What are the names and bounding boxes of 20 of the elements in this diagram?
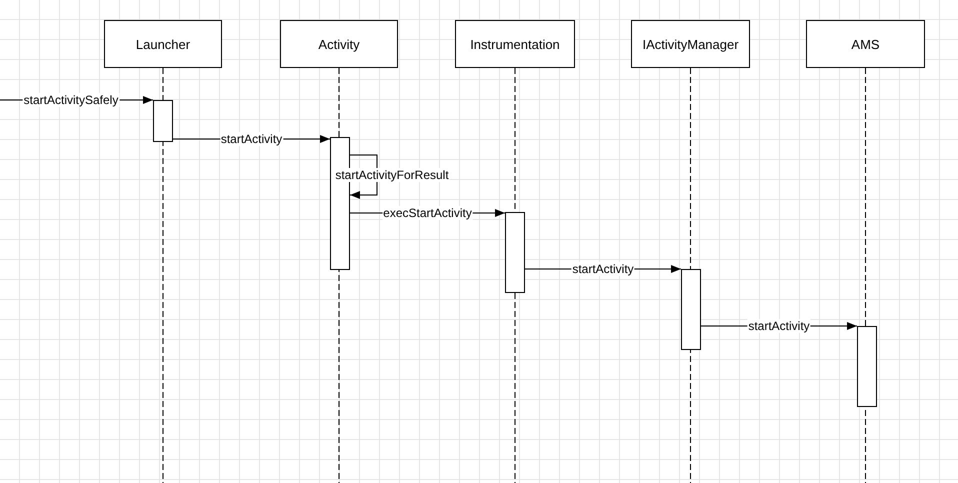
participant-box [104, 20, 222, 68]
participant-name: Instrumentation [470, 36, 560, 52]
activation-bar [681, 269, 701, 350]
message-label: execStartActivity [382, 206, 473, 220]
participant-name: Activity [318, 36, 360, 52]
participant-name: AMS [851, 36, 880, 52]
activation-bar [505, 212, 525, 293]
participant-box [806, 20, 925, 68]
message-label: startActivity [571, 262, 635, 276]
participant-name: IActivityManager [642, 36, 739, 52]
participant-box [631, 20, 750, 68]
activation-bar [857, 326, 877, 407]
participant-box [280, 20, 398, 68]
participant-box [455, 20, 575, 68]
message-label: startActivity [747, 319, 811, 333]
message-label: startActivityForResult [334, 168, 450, 182]
message-label: startActivitySafely [22, 93, 120, 107]
participant-name: Launcher [136, 36, 190, 52]
activation-bar [153, 100, 173, 142]
message-label: startActivity [220, 132, 284, 146]
